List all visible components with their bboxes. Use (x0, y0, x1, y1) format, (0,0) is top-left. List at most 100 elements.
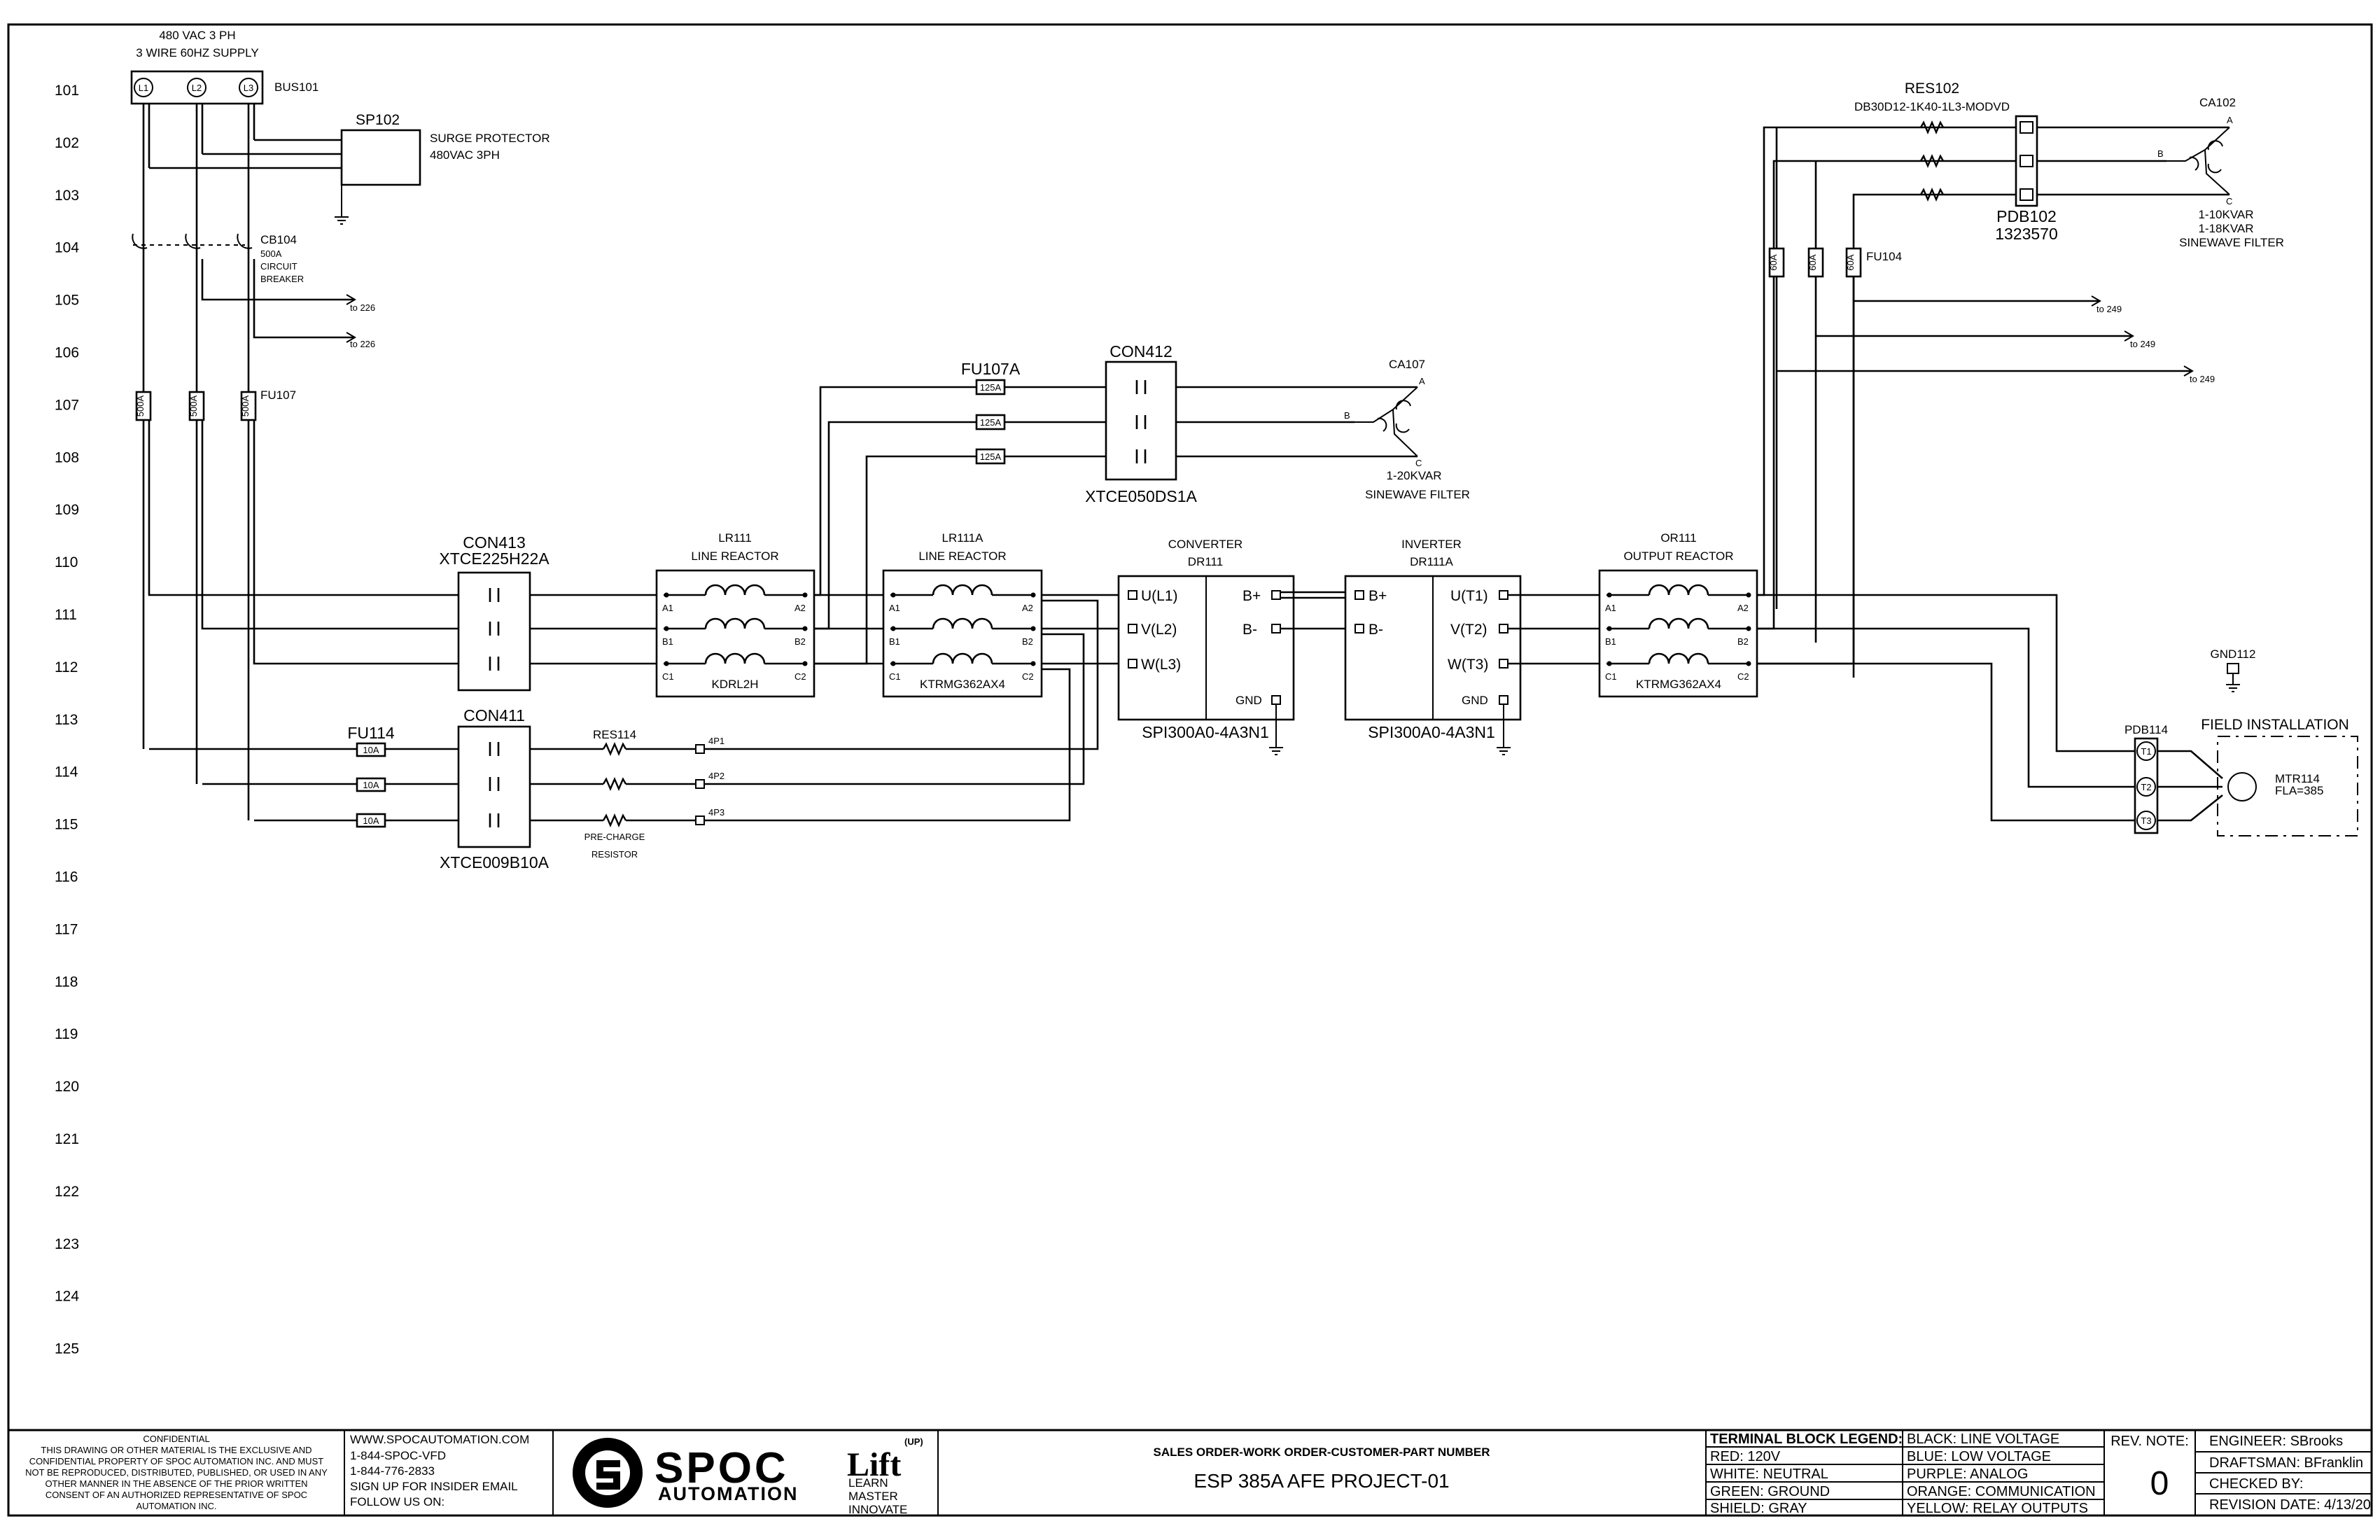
legend-title: TERMINAL BLOCK LEGEND: (1710, 1432, 1903, 1447)
lr111-coils (664, 584, 808, 666)
rung-number: 110 (55, 554, 78, 570)
lr111a-part: KTRMG362AX4 (920, 678, 1005, 691)
lift-logo: Lift (UP) LEARN MASTER INNOVATE (847, 1436, 923, 1516)
sp102-ground-icon (334, 209, 349, 225)
ca102-term-c: C (2226, 196, 2232, 206)
svg-text:THIS DRAWING OR OTHER MATERIAL: THIS DRAWING OR OTHER MATERIAL IS THE EX… (41, 1445, 312, 1455)
or111-tag: OR111 (1660, 531, 1696, 545)
lr111-term-a1: A1 (662, 603, 673, 613)
con413-part: XTCE225H22A (439, 550, 550, 568)
legend-orange: ORANGE: COMMUNICATION (1907, 1484, 2096, 1499)
rung-number-column: 1011021031041051061071081091101111121131… (55, 83, 79, 1357)
con411-tag: CON411 (463, 706, 525, 724)
motor-icon (2227, 772, 2257, 802)
svg-text:125A: 125A (980, 451, 1002, 462)
svg-text:L2: L2 (192, 83, 202, 93)
svg-text:60A: 60A (1768, 254, 1779, 270)
rung-number: 121 (55, 1131, 79, 1147)
or111-box (1598, 569, 1758, 698)
insider-email-signup[interactable]: SIGN UP FOR INSIDER EMAIL (350, 1480, 518, 1493)
res114-desc-2: RESISTOR (592, 849, 638, 860)
lr111-term-c1: C1 (662, 671, 674, 682)
ca102-desc: SINEWAVE FILTER (2179, 236, 2284, 249)
legend-black: BLACK: LINE VOLTAGE (1907, 1432, 2059, 1447)
svg-text:500A: 500A (135, 395, 146, 416)
rung-number: 112 (55, 659, 78, 676)
fu104-fuses: 60A 60A 60A (1768, 247, 1862, 278)
or111-desc: OUTPUT REACTOR (1623, 550, 1733, 563)
con413-box (457, 571, 531, 692)
or111-term-a1: A1 (1605, 603, 1616, 613)
cb104-tag: CB104 (260, 233, 297, 246)
dr111a-u: U(T1) (1450, 588, 1488, 604)
rung-number: 113 (55, 712, 78, 728)
dr111a-bminus: B- (1368, 622, 1383, 638)
dr111a-tag: DR111A (1410, 555, 1453, 568)
lr111a-desc: LINE REACTOR (918, 550, 1006, 563)
lr111a-term-c1: C1 (889, 671, 901, 682)
lr111-part: KDRL2H (711, 678, 758, 691)
svg-text:10A: 10A (363, 745, 379, 755)
res114-resistors (602, 743, 627, 827)
or111-part: KTRMG362AX4 (1636, 678, 1721, 691)
rung-number: 116 (55, 869, 78, 886)
spoc-logo: SPOC AUTOMATION (573, 1438, 798, 1508)
svg-text:L1: L1 (139, 83, 148, 93)
revision-date-field: REVISION DATE: 4/13/20 (2209, 1497, 2371, 1513)
to-249-ref-1: to 249 (2096, 304, 2122, 314)
term-4p3: 4P3 (708, 807, 724, 818)
legend-green: GREEN: GROUND (1710, 1484, 1830, 1499)
sheet-border (7, 23, 2373, 1517)
lr111a-coils (890, 584, 1036, 666)
legend-red: RED: 120V (1710, 1449, 1781, 1464)
ca107-term-c: C (1415, 458, 1422, 468)
pdb102-tag: PDB102 (1996, 207, 2057, 225)
or111-term-c2: C2 (1737, 671, 1749, 682)
circuit-breaker-symbol (132, 230, 253, 259)
svg-text:60A: 60A (1807, 254, 1818, 270)
dr111a-v: V(T2) (1450, 622, 1488, 638)
term-4p1: 4P1 (708, 736, 724, 746)
svg-text:CONSENT OF AN AUTHORIZED REPRE: CONSENT OF AN AUTHORIZED REPRESENTATIVE … (46, 1490, 307, 1500)
checked-by-field: CHECKED BY: (2209, 1476, 2303, 1492)
svg-text:T3: T3 (2141, 816, 2151, 826)
cb104-desc-1: CIRCUIT (260, 261, 298, 272)
cb104-rating: 500A (260, 248, 282, 259)
logo-automation-text: AUTOMATION (658, 1483, 798, 1504)
dr111a-ground-icon (1496, 740, 1511, 755)
dr111-gnd: GND (1236, 694, 1262, 707)
legend-purple: PURPLE: ANALOG (1907, 1466, 2028, 1482)
confidential-notice: CONFIDENTIAL THIS DRAWING OR OTHER MATER… (25, 1434, 328, 1511)
gnd112-ground-icon (2225, 677, 2241, 692)
lr111a-tag: LR111A (942, 531, 984, 545)
svg-text:125A: 125A (980, 382, 1002, 393)
rung-number: 111 (55, 607, 77, 623)
or111-term-c1: C1 (1605, 671, 1617, 682)
ca107-capacitor-bank (1354, 386, 1418, 457)
bus-tag: BUS101 (274, 80, 318, 94)
legend-white: WHITE: NEUTRAL (1710, 1466, 1828, 1482)
rung-number: 122 (55, 1184, 79, 1200)
fu114-tag: FU114 (347, 724, 395, 742)
con413-tag: CON413 (463, 533, 525, 552)
field-installation-label: FIELD INSTALLATION (2201, 717, 2349, 733)
or111-coils (1606, 584, 1751, 666)
dr111-bminus: B- (1242, 622, 1257, 638)
ca102-term-a: A (2227, 115, 2233, 125)
supply-terminal-l2: L2 (187, 78, 206, 97)
rung-number: 119 (55, 1026, 78, 1042)
website-link[interactable]: WWW.SPOCAUTOMATION.COM (350, 1433, 529, 1446)
sp102-desc: SURGE PROTECTOR (430, 132, 550, 145)
dr111-w: W(L3) (1141, 657, 1181, 673)
follow-us-label: FOLLOW US ON: (350, 1495, 444, 1508)
pdb102-terminals (2019, 121, 2033, 201)
dr111-u: U(L1) (1141, 588, 1178, 604)
fu104-tag: FU104 (1866, 250, 1902, 263)
svg-text:500A: 500A (188, 395, 199, 416)
svg-text:(UP): (UP) (904, 1436, 923, 1447)
svg-text:CONFIDENTIAL: CONFIDENTIAL (143, 1434, 209, 1444)
fu107a-fuses: 125A 125A 125A (975, 379, 1006, 465)
or111-term-a2: A2 (1737, 603, 1749, 613)
rung-number: 125 (55, 1341, 79, 1357)
rung-number: 120 (55, 1079, 79, 1095)
